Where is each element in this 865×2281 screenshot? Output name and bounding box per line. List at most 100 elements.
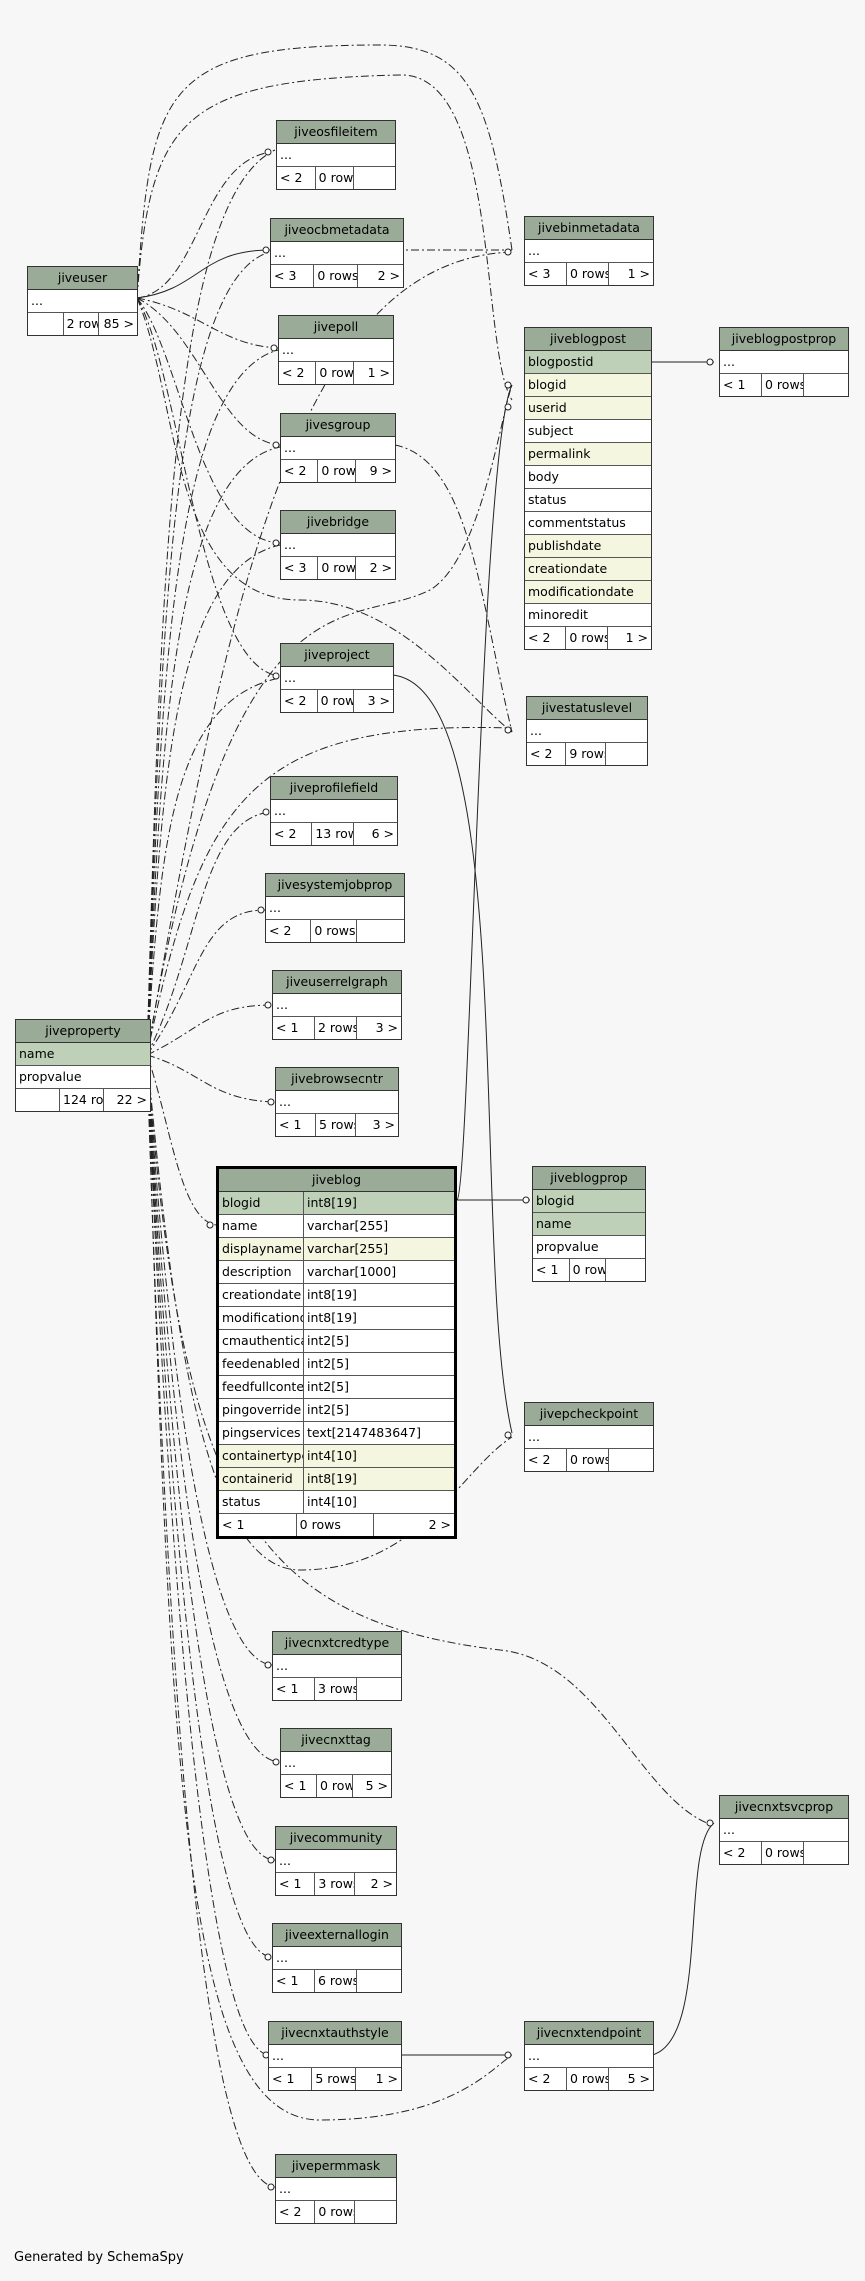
children-count[interactable] [803, 1842, 848, 1864]
table-header[interactable]: jivebrowsecntr [276, 1068, 398, 1091]
parents-count[interactable]: < 3 [274, 268, 297, 283]
column-row[interactable]: cmauthenticationint2[5] [219, 1330, 454, 1353]
parents-count[interactable]: < 1 [272, 2071, 295, 2086]
table-header[interactable]: jivecnxttag [281, 1729, 391, 1752]
table-jivestatuslevel[interactable]: jivestatuslevel...< 29 rows [526, 696, 648, 766]
table-header[interactable]: jivestatuslevel [527, 697, 647, 720]
children-count[interactable] [605, 1259, 645, 1281]
column-row[interactable]: ... [525, 1426, 653, 1449]
column-row[interactable]: userid [525, 397, 651, 420]
children-count[interactable]: 85 > [98, 313, 137, 335]
table-header[interactable]: jivecnxtcredtype [273, 1632, 401, 1655]
table-header[interactable]: jiveexternallogin [273, 1924, 401, 1947]
children-count[interactable] [803, 374, 848, 396]
parents-count[interactable]: < 3 [284, 560, 307, 575]
parents-count[interactable]: < 2 [284, 693, 307, 708]
column-row[interactable]: ... [279, 339, 393, 362]
column-row[interactable]: ... [271, 242, 403, 265]
table-header[interactable]: jiveuser [28, 267, 137, 290]
parents-count[interactable] [28, 313, 63, 335]
parents-count[interactable]: < 3 [528, 266, 551, 281]
column-row[interactable]: blogpostid [525, 351, 651, 374]
column-row[interactable]: ... [525, 240, 653, 263]
column-row[interactable]: subject [525, 420, 651, 443]
table-header[interactable]: jivesgroup [281, 414, 395, 437]
column-row[interactable]: feedfullcontentint2[5] [219, 1376, 454, 1399]
column-row[interactable]: status [525, 489, 651, 512]
column-row[interactable]: blogid [525, 374, 651, 397]
parents-count[interactable]: < 2 [269, 923, 292, 938]
children-count[interactable]: 2 > [354, 557, 395, 579]
column-row[interactable]: ... [28, 290, 137, 313]
parents-count[interactable]: < 2 [528, 2071, 551, 2086]
column-row[interactable]: ... [273, 1655, 401, 1678]
parents-count[interactable]: < 2 [528, 1452, 551, 1467]
parents-count[interactable]: < 1 [276, 1973, 299, 1988]
column-row[interactable]: publishdate [525, 535, 651, 558]
table-header[interactable]: jivecnxtauthstyle [269, 2022, 401, 2045]
column-row[interactable]: modificationdateint8[19] [219, 1307, 454, 1330]
parents-count[interactable]: < 1 [276, 1681, 299, 1696]
children-count[interactable] [353, 167, 395, 189]
table-header[interactable]: jiveblogprop [533, 1167, 645, 1190]
column-row[interactable]: commentstatus [525, 512, 651, 535]
column-row[interactable]: propvalue [16, 1066, 150, 1089]
column-row[interactable]: name [533, 1213, 645, 1236]
table-header[interactable]: jivecommunity [276, 1827, 396, 1850]
children-count[interactable]: 1 > [352, 362, 393, 384]
column-row[interactable]: modificationdate [525, 581, 651, 604]
children-count[interactable]: 9 > [354, 460, 395, 482]
table-header[interactable]: jiveocbmetadata [271, 219, 403, 242]
column-row[interactable]: ... [281, 667, 393, 690]
parents-count[interactable]: < 1 [222, 1517, 245, 1532]
children-count[interactable]: 2 > [356, 265, 403, 287]
children-count[interactable] [355, 920, 404, 942]
table-header[interactable]: jivesystemjobprop [266, 874, 404, 897]
children-count[interactable]: 2 > [353, 1873, 396, 1895]
column-row[interactable]: ... [273, 1947, 401, 1970]
table-jivesgroup[interactable]: jivesgroup...< 20 rows9 > [280, 413, 396, 483]
table-header[interactable]: jiveproperty [16, 1020, 150, 1043]
column-row[interactable]: creationdate [525, 558, 651, 581]
column-row[interactable]: ... [273, 994, 401, 1017]
column-row[interactable]: ... [271, 800, 397, 823]
children-count[interactable]: 5 > [352, 1775, 391, 1797]
column-row[interactable]: minoredit [525, 604, 651, 627]
table-header[interactable]: jivecnxtendpoint [525, 2022, 653, 2045]
table-header[interactable]: jivecnxtsvcprop [720, 1796, 848, 1819]
column-row[interactable]: ... [276, 1850, 396, 1873]
parents-count[interactable]: < 2 [723, 1845, 746, 1860]
parents-count[interactable]: < 2 [274, 826, 297, 841]
table-jivepermmask[interactable]: jivepermmask...< 20 rows [275, 2154, 397, 2224]
parents-count[interactable]: < 1 [276, 1020, 299, 1035]
children-count[interactable]: 1 > [608, 263, 653, 285]
children-count[interactable]: 22 > [103, 1089, 150, 1111]
children-count[interactable]: 2 > [373, 1514, 454, 1536]
table-header[interactable]: jiveblogpostprop [720, 328, 848, 351]
parents-count[interactable]: < 2 [280, 170, 303, 185]
column-row[interactable]: ... [276, 1091, 398, 1114]
column-row[interactable]: ... [281, 1752, 391, 1775]
